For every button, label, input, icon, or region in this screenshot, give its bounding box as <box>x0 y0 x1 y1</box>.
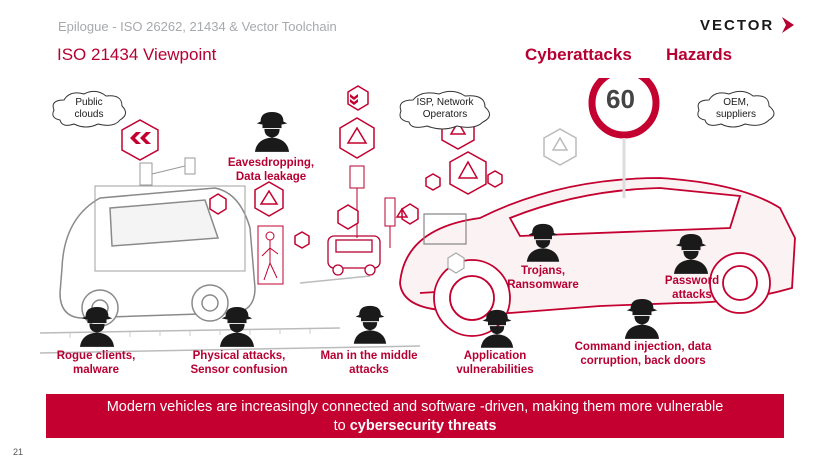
vector-logo: VECTOR <box>700 16 796 34</box>
tab-hazards[interactable]: Hazards <box>666 45 733 64</box>
threat-password: Password attacks <box>664 275 720 301</box>
speed-limit-value: 60 <box>606 84 635 114</box>
cloud-label: Public clouds <box>74 97 104 120</box>
threat-application-vulnerabilities: Application vulnerabilities <box>456 350 534 376</box>
page-number: 21 <box>13 447 24 457</box>
page-title: ISO 21434 Viewpoint <box>57 45 217 64</box>
cloud-label: OEM, suppliers <box>715 97 757 120</box>
logo-text: VECTOR <box>700 16 775 34</box>
threat-man-in-the-middle: Man in the middle attacks <box>320 350 418 376</box>
sports-car-drawing <box>399 177 796 337</box>
hacker-icon <box>479 305 515 349</box>
hacker-icon <box>78 303 116 347</box>
hacker-icon <box>352 301 388 345</box>
cloud-label: ISP, Network Operators <box>416 97 474 120</box>
small-car-drawing <box>327 235 381 276</box>
banner-emphasis: cybersecurity threats <box>349 418 497 434</box>
hacker-icon <box>218 303 256 347</box>
pedestrian-drawing <box>257 225 284 285</box>
banner-line-2: to cybersecurity threats <box>46 417 784 436</box>
tab-cyberattacks[interactable]: Cyberattacks <box>525 45 632 64</box>
threat-trojans: Trojans, Ransomware <box>507 265 579 291</box>
hacker-icon <box>672 230 710 274</box>
threat-command-injection: Command injection, data corruption, back… <box>574 341 712 367</box>
breadcrumb: Epilogue - ISO 26262, 21434 & Vector Too… <box>58 19 337 34</box>
banner-prefix: to <box>333 418 350 434</box>
threat-rogue-clients: Rogue clients, malware <box>56 350 136 376</box>
cloud-oem: OEM, suppliers <box>693 90 779 130</box>
cloud-isp: ISP, Network Operators <box>395 90 495 132</box>
speed-limit-sign <box>588 78 660 198</box>
threat-eavesdropping: Eavesdropping, Data leakage <box>227 157 315 183</box>
chevron-right-icon <box>782 17 795 33</box>
threat-physical-attacks: Physical attacks, Sensor confusion <box>190 350 288 376</box>
hacker-icon <box>253 108 291 152</box>
banner-line-1: Modern vehicles are increasingly connect… <box>106 399 724 415</box>
hacker-icon <box>525 220 561 262</box>
summary-banner: Modern vehicles are increasingly connect… <box>46 394 784 438</box>
cloud-public-clouds: Public clouds <box>48 90 130 130</box>
